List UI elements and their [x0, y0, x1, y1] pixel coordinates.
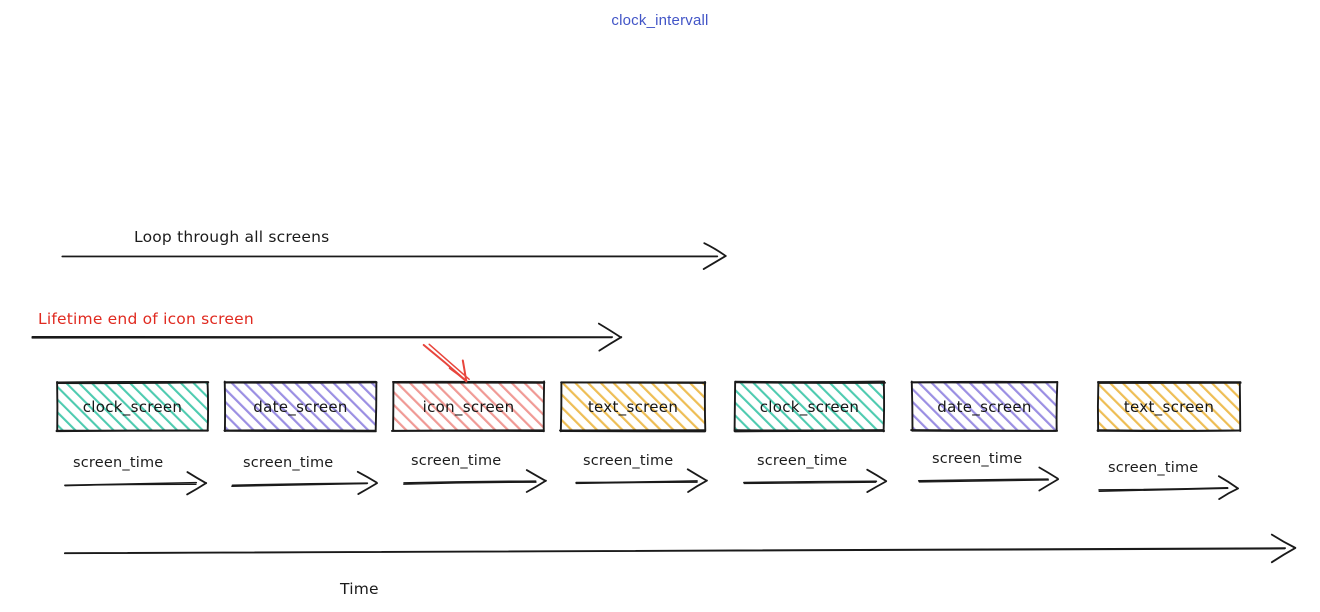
span-arrow-head-1	[597, 322, 622, 339]
screen-box-2	[390, 380, 546, 433]
screen-time-arrow-2	[403, 480, 537, 484]
screen-box-label: icon_screen	[422, 397, 515, 416]
span-arrow-head-0	[703, 242, 727, 257]
screen-box-label: text_screen	[1123, 397, 1215, 416]
screen-time-arrow-head-3	[686, 468, 708, 482]
screen-box-1	[223, 380, 378, 433]
time-axis-label: Time	[340, 580, 379, 598]
screen-box-4	[733, 380, 886, 433]
screen-time-arrow-head-6	[1217, 475, 1239, 490]
screen-time-label-4: screen_time	[757, 453, 848, 469]
screen-box-fill-3	[561, 382, 705, 431]
screen-box-6	[1096, 380, 1242, 433]
screen-time-arrow-1	[231, 482, 369, 487]
screen-box-date-screen-1[interactable]: date_screen	[225, 382, 376, 431]
screen-box-0	[55, 380, 210, 433]
screen-box-text-screen-3[interactable]: text_screen	[561, 382, 705, 431]
screen-box-clock-screen-0[interactable]: clock_screen	[57, 382, 208, 431]
page-title: clock_intervall	[611, 12, 709, 29]
screen-box-label: date_screen	[253, 397, 348, 416]
screen-box-3	[559, 380, 707, 433]
screen-box-fill-5	[912, 382, 1057, 431]
screen-box-label: clock_screen	[82, 397, 183, 416]
screen-time-label-3: screen_time	[583, 453, 674, 469]
screen-time-arrow-4	[743, 480, 878, 484]
span-arrow-label-0: Loop through all screens	[134, 228, 330, 246]
screen-time-arrow-5	[917, 478, 1049, 482]
red-pointer-head	[448, 367, 468, 382]
screen-time-label-6: screen_time	[1108, 460, 1199, 476]
screen-time-arrow-head-4	[866, 468, 888, 483]
screen-time-arrow-6	[1098, 486, 1229, 491]
screen-box-date-screen-5[interactable]: date_screen	[912, 382, 1057, 431]
time-axis-arrow-head	[1270, 533, 1297, 549]
screen-box-5	[910, 380, 1059, 432]
screen-box-clock-screen-4[interactable]: clock_screen	[735, 382, 884, 431]
screen-box-label: text_screen	[587, 397, 679, 416]
screen-time-label-5: screen_time	[932, 451, 1023, 467]
screen-box-fill-0	[57, 382, 208, 431]
screen-time-arrow-head-5	[1038, 466, 1059, 480]
screen-box-fill-6	[1098, 382, 1240, 431]
span-arrow-label-1: Lifetime end of icon screen	[38, 310, 254, 328]
screen-time-arrow-head-1	[356, 470, 378, 484]
screen-time-label-2: screen_time	[411, 453, 502, 469]
screen-time-label-0: screen_time	[73, 455, 164, 471]
screen-box-fill-1	[225, 382, 376, 431]
screen-time-arrow-head-0	[186, 471, 208, 485]
screen-time-label-1: screen_time	[243, 455, 334, 471]
screen-box-label: clock_screen	[759, 397, 860, 416]
screen-box-icon-screen-2[interactable]: icon_screen	[393, 382, 544, 431]
screen-time-arrow-head-2	[525, 469, 547, 482]
screen-box-fill-4	[735, 382, 884, 431]
screen-box-text-screen-6[interactable]: text_screen	[1098, 382, 1240, 431]
screen-box-label: date_screen	[937, 397, 1032, 416]
screen-box-fill-2	[393, 382, 544, 431]
